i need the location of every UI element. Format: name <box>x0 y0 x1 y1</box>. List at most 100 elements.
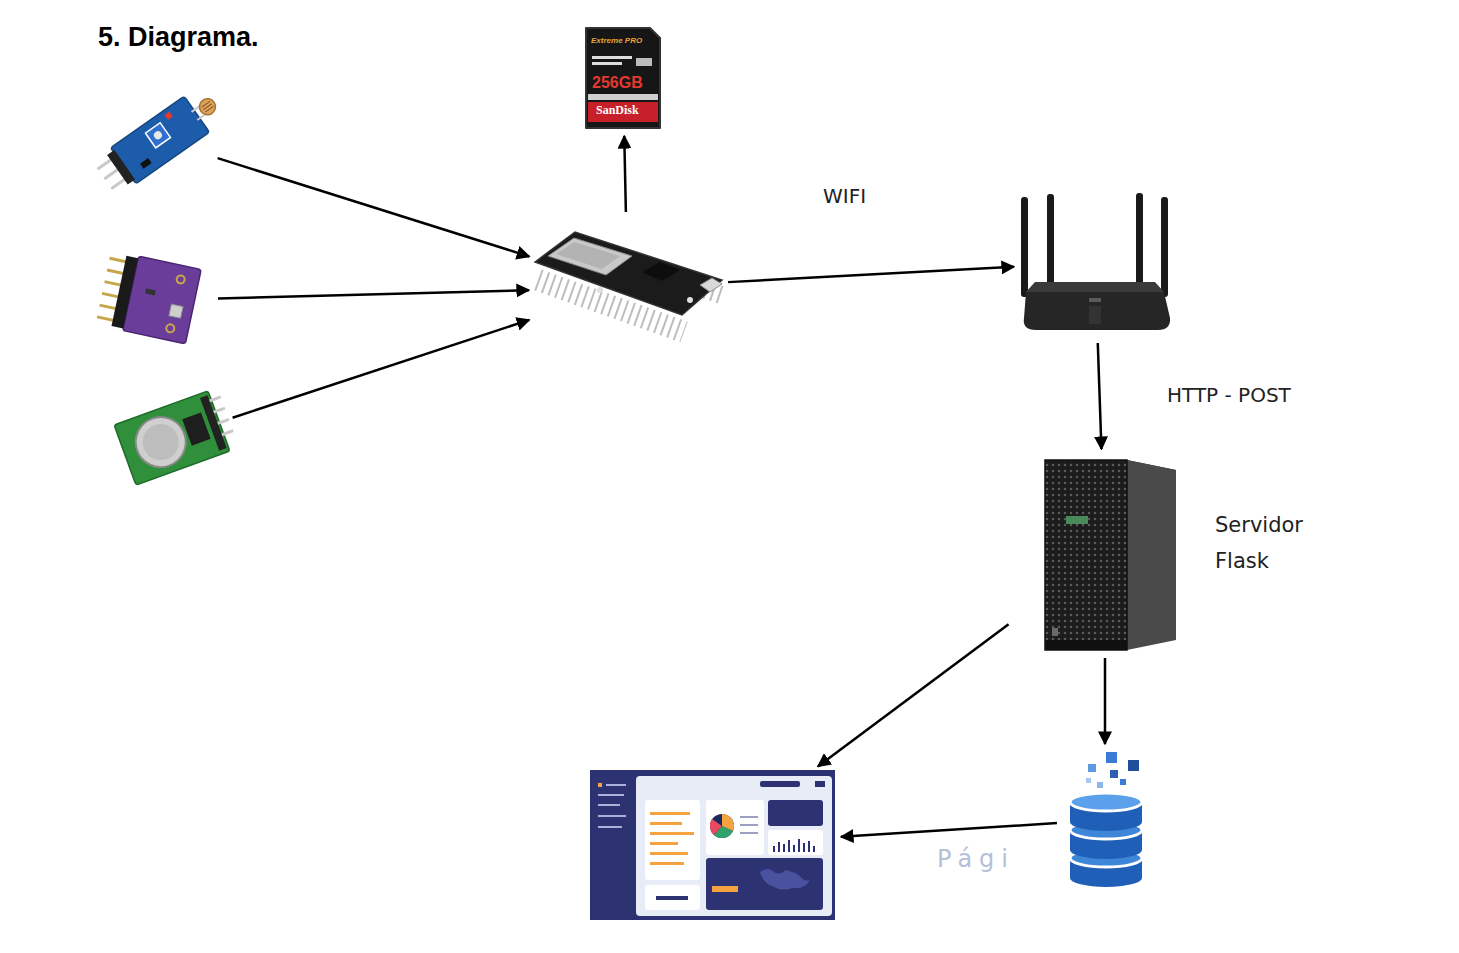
light-sensor-module-part <box>197 114 205 120</box>
rtc-module-part <box>222 431 233 435</box>
database-icon-part <box>1106 752 1117 763</box>
esp32-board-part <box>597 287 603 293</box>
pressure-sensor-module-part <box>110 258 128 262</box>
rtc-module-part <box>218 419 229 423</box>
dashboard-screenshot-part <box>793 845 795 852</box>
wifi-router-part <box>1161 197 1168 297</box>
database-icon-part <box>1128 760 1139 771</box>
esp32-board-part <box>556 242 620 269</box>
database-icon-part <box>1110 770 1118 778</box>
server-tower-part <box>1045 640 1127 650</box>
database-icon-part <box>1097 782 1103 788</box>
sd-card-part <box>588 94 658 100</box>
light-sensor-module-part <box>140 158 152 169</box>
server-tower-part <box>1127 460 1176 650</box>
light-sensor-module <box>92 84 227 197</box>
dashboard-screenshot-part <box>740 824 758 826</box>
sd-card-part <box>592 62 622 65</box>
arrow-connector <box>1104 658 1107 744</box>
sd-card: Extreme PRO256GBSanDisk <box>583 25 663 130</box>
dashboard-screenshot-part <box>598 794 624 796</box>
pressure-sensor-module-part <box>176 275 185 284</box>
dashboard-screenshot-part <box>606 784 626 786</box>
connector-label: WIFI <box>823 185 866 208</box>
rtc-module <box>114 387 239 485</box>
rtc-module <box>120 395 225 480</box>
pressure-sensor-module-part <box>100 305 118 309</box>
rtc-module-part <box>210 397 221 401</box>
wifi-router-part <box>1136 193 1143 289</box>
rtc-module-part <box>138 419 184 465</box>
dashboard-screenshot-part <box>768 830 823 855</box>
wifi-router-part <box>1024 292 1170 330</box>
dashboard-screenshot <box>590 770 835 920</box>
light-sensor-module-part <box>196 96 218 118</box>
dashboard-screenshot-part <box>636 776 832 916</box>
rtc-module-part <box>114 391 230 485</box>
dashboard-screenshot-part <box>788 840 790 852</box>
database-node <box>1065 750 1145 890</box>
dashboard-screenshot-part <box>768 800 823 826</box>
sd-card-part <box>586 28 660 128</box>
dashboard-screenshot-part <box>773 846 775 852</box>
arrow-connector <box>218 158 530 256</box>
dashboard-screenshot-part <box>815 781 825 787</box>
connector-label: HTTP - POST <box>1167 384 1291 407</box>
pressure-sensor-module-part <box>107 270 125 274</box>
arrow-connector <box>818 624 1009 766</box>
arrow-connector <box>624 136 626 212</box>
pressure-sensor-module <box>95 250 201 343</box>
database-icon <box>1070 752 1142 887</box>
esp32-board-part <box>687 297 693 303</box>
dashboard-page <box>590 770 835 920</box>
database-icon-part <box>1070 793 1142 811</box>
dashboard-screenshot-part <box>706 800 764 855</box>
wifi-router-part <box>1021 197 1028 297</box>
esp32-board <box>535 232 724 332</box>
light-sensor-module-part <box>192 106 200 112</box>
dashboard-screenshot-part <box>798 839 800 852</box>
dashboard-screenshot-part <box>598 826 622 828</box>
node-text: Extreme PRO <box>591 36 642 45</box>
arrow-connector <box>218 290 529 298</box>
pressure-sensor-module-part <box>145 288 156 295</box>
arrow-connector <box>728 267 1014 282</box>
dashboard-screenshot-part <box>712 886 738 892</box>
wifi-router <box>1021 193 1170 330</box>
light-sensor-module-part <box>152 130 163 141</box>
sd-card-part <box>588 102 658 122</box>
arrow-connector <box>841 823 1057 837</box>
dashboard-screenshot-part <box>645 800 700 880</box>
pressure-sensor-module-part <box>166 324 175 333</box>
light-sensor-module-part <box>107 150 135 185</box>
wifi-router-part <box>1047 194 1054 290</box>
dashboard-screenshot-part <box>760 869 810 890</box>
server-tower-part <box>1066 516 1088 524</box>
pressure-sensor-module-part <box>97 317 115 321</box>
pressure-sensor-module-part <box>169 304 183 318</box>
server-tower-part <box>1052 628 1058 636</box>
pressure-sensor-module-part <box>102 293 120 297</box>
server-node: Servidor Flask <box>1015 455 1195 650</box>
dashboard-screenshot-part <box>760 781 800 787</box>
dashboard-screenshot-part <box>650 852 688 855</box>
sd-card-part <box>636 58 652 66</box>
database-icon-part <box>1120 779 1126 785</box>
esp32-board-part <box>700 278 722 292</box>
rtc-module-part <box>214 408 225 412</box>
esp32-board <box>535 220 720 355</box>
wifi-router <box>1020 190 1170 335</box>
wifi-router-part <box>1089 306 1101 324</box>
wifi-router-part <box>1089 298 1101 302</box>
dashboard-screenshot-part <box>650 842 678 845</box>
dashboard-screenshot-part <box>803 843 805 852</box>
dashboard-screenshot-part <box>740 832 758 834</box>
dashboard-screenshot-part <box>710 814 734 838</box>
database-icon-part <box>1086 778 1091 783</box>
arrow-connector <box>1098 343 1102 449</box>
server-tower-part <box>1045 460 1127 650</box>
wifi-router-part <box>1026 282 1164 292</box>
dashboard-screenshot-part <box>710 819 722 835</box>
